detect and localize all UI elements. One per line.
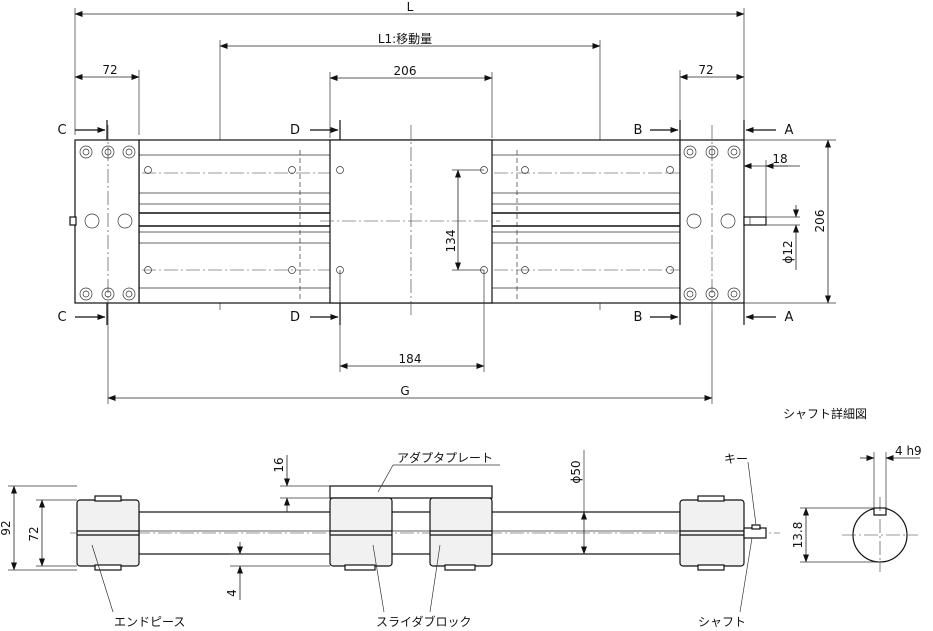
dimension-end-right: 72 (679, 63, 745, 135)
dimension-carriage-width: 206 (329, 64, 493, 138)
body-height-label: 206 (813, 210, 827, 233)
dimension-72: 72 (27, 499, 77, 567)
tube-diameter-label: ϕ50 (569, 460, 583, 483)
hole-pitch-label: 184 (399, 352, 422, 366)
dimension-end-left: 72 (74, 63, 140, 135)
section-mark-d-bottom: D (290, 310, 300, 325)
shaft-detail: シャフト詳細図 4 h9 13.8 (783, 406, 922, 572)
section-mark-a-bottom: A (785, 310, 794, 325)
stroke-label: L1:移動量 (378, 32, 432, 46)
key-height-label: 13.8 (791, 522, 805, 549)
section-mark-a-top: A (785, 123, 794, 138)
dimension-g: G (107, 310, 713, 404)
section-mark-b-top: B (634, 123, 643, 138)
side-height-72-label: 72 (27, 526, 41, 541)
tubes (70, 511, 780, 555)
adapter-plate-label: アダプタプレート (397, 450, 493, 465)
top-view: L L1:移動量 72 72 206 (57, 0, 836, 404)
end-piece-label: エンドピース (114, 615, 185, 629)
end-left-label: 72 (102, 63, 117, 77)
end-right-label: 72 (698, 63, 713, 77)
side-view: 92 72 16 4 ϕ50 (0, 450, 780, 629)
adapter-plate (329, 485, 493, 499)
dimension-16: 16 (272, 455, 330, 512)
dimension-hole-height: 134 (444, 169, 484, 271)
plate-thickness-label: 16 (272, 457, 286, 472)
dimension-shaft-protrusion: 18 (743, 152, 800, 217)
overall-g-label: G (400, 384, 409, 398)
dimension-92: 92 (0, 485, 77, 571)
section-marks: C C D D B B A A (57, 120, 794, 325)
dimension-tube-diameter: ϕ50 (569, 450, 587, 555)
section-mark-c-bottom: C (57, 310, 66, 325)
right-end-piece-bolts (683, 145, 741, 301)
leader-lines: アダプタプレート キー エンドピース スライダブロック シャフト (91, 450, 757, 629)
side-height-92-label: 92 (0, 520, 13, 535)
carriage-width-label: 206 (394, 64, 417, 78)
dimension-shaft-diameter: ϕ12 (766, 205, 800, 270)
key-label: キー (724, 452, 748, 466)
total-length-label: L (407, 0, 414, 14)
key-width-label: 4 h9 (895, 444, 922, 458)
shaft-detail-title: シャフト詳細図 (783, 406, 867, 421)
left-end-piece (69, 125, 140, 310)
section-mark-b-bottom: B (634, 310, 643, 325)
dimension-total-length: L (74, 0, 745, 135)
shaft-protrusion-label: 18 (772, 152, 787, 166)
side-right-end-piece (679, 495, 767, 571)
dimension-body-height: 206 (744, 139, 836, 304)
right-end-piece (679, 125, 767, 310)
slide-block-label: スライダブロック (376, 614, 472, 629)
shaft-label: シャフト (698, 615, 746, 629)
section-mark-c-top: C (57, 123, 66, 138)
slide-blocks (329, 497, 493, 571)
carriage (144, 125, 674, 315)
bottom-gap-label: 4 (225, 589, 239, 597)
section-mark-d-top: D (290, 123, 300, 138)
hole-height-label: 134 (444, 230, 458, 253)
shaft-diameter-label: ϕ12 (781, 240, 795, 263)
side-left-end-piece (76, 495, 140, 571)
dimension-4: 4 (225, 542, 330, 600)
